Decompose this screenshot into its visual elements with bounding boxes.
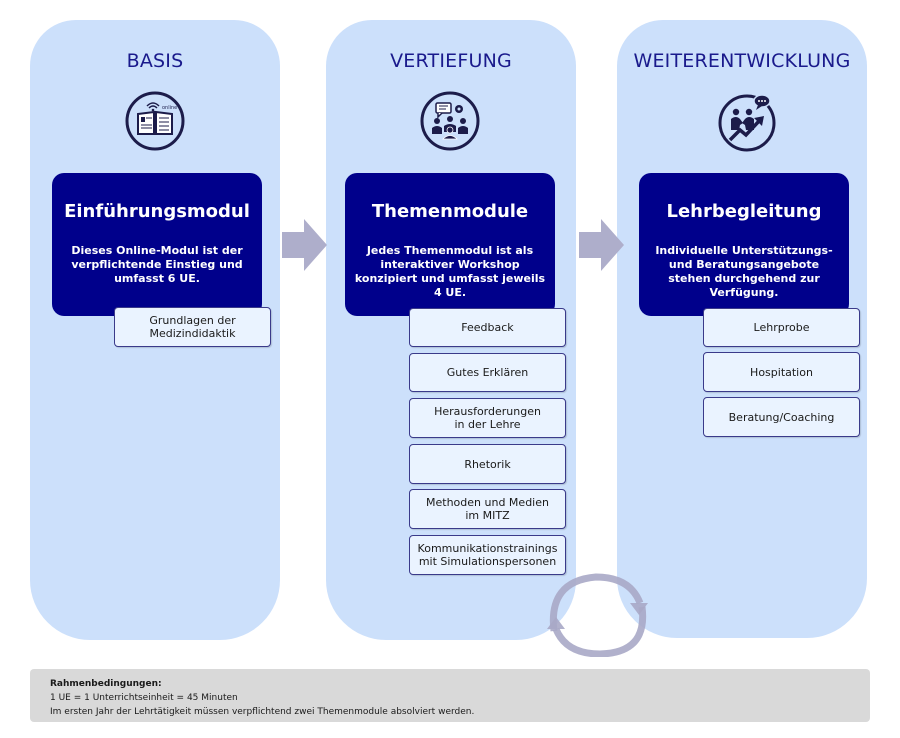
module-item-line: Feedback: [461, 321, 514, 334]
module-item-line: Kommunikationstrainings: [417, 542, 558, 555]
online-book-icon: online: [124, 90, 186, 152]
arrow-right-icon: [282, 219, 327, 271]
module-item-line: Medizindidaktik: [149, 327, 236, 340]
main-box-title: Lehrbegleitung: [666, 201, 822, 222]
column-title: VERTIEFUNG: [390, 50, 512, 72]
module-item-line: Grundlagen der: [149, 314, 236, 327]
module-item-rhetorik[interactable]: Rhetorik: [409, 444, 566, 484]
cycle-arrows-icon: [547, 573, 648, 657]
main-box-description: Dieses Online-Modul ist der verpflichten…: [71, 244, 243, 285]
module-item-feedback[interactable]: Feedback: [409, 308, 566, 347]
arrow-right-icon: [579, 219, 624, 271]
module-item-beratung-coaching[interactable]: Beratung/Coaching: [703, 397, 860, 437]
module-item-line: Gutes Erklären: [446, 366, 529, 379]
module-item-line: Herausforderungen: [434, 405, 541, 418]
main-box-themenmodule: Themenmodule Jedes Themenmodul ist als i…: [345, 173, 555, 316]
footer-heading: Rahmenbedingungen:: [50, 679, 162, 689]
module-item-line: Beratung/Coaching: [728, 410, 835, 424]
module-item-lehrprobe[interactable]: Lehrprobe: [703, 308, 860, 347]
main-box-title: Einführungsmodul: [64, 201, 250, 222]
handshake-growth-icon: [716, 90, 778, 152]
footer-conditions: Rahmenbedingungen: 1 UE = 1 Unterrichtse…: [30, 669, 870, 722]
column-title: WEITERENTWICKLUNG: [633, 50, 851, 72]
module-item-line: Hospitation: [750, 365, 813, 379]
module-item-line: mit Simulationspersonen: [418, 555, 557, 568]
footer-line: 1 UE = 1 Unterrichtseinheit = 45 Minuten: [50, 693, 238, 703]
module-item-line: im MITZ: [465, 509, 510, 522]
module-item-gutes-erklaeren[interactable]: Gutes Erklären: [409, 353, 566, 392]
module-item-line: Lehrprobe: [753, 321, 810, 334]
column-title: BASIS: [126, 50, 184, 72]
module-item-line: Rhetorik: [464, 457, 511, 471]
main-box-einfuehrungsmodul: Einführungsmodul Dieses Online-Modul ist…: [52, 173, 262, 316]
module-item-line: in der Lehre: [454, 418, 521, 431]
workshop-group-icon: [419, 90, 481, 152]
main-box-lehrbegleitung: Lehrbegleitung Individuelle Unterstützun…: [639, 173, 849, 316]
module-item-line: Methoden und Medien: [426, 496, 549, 509]
main-box-description: Individuelle Unterstützungs- und Beratun…: [655, 244, 833, 299]
online-badge: online: [162, 105, 177, 111]
module-item-hospitation[interactable]: Hospitation: [703, 352, 860, 392]
main-box-title: Themenmodule: [371, 201, 529, 222]
footer-line: Im ersten Jahr der Lehrtätigkeit müssen …: [50, 707, 475, 717]
main-box-description: Jedes Themenmodul ist als interaktiver W…: [354, 244, 546, 299]
